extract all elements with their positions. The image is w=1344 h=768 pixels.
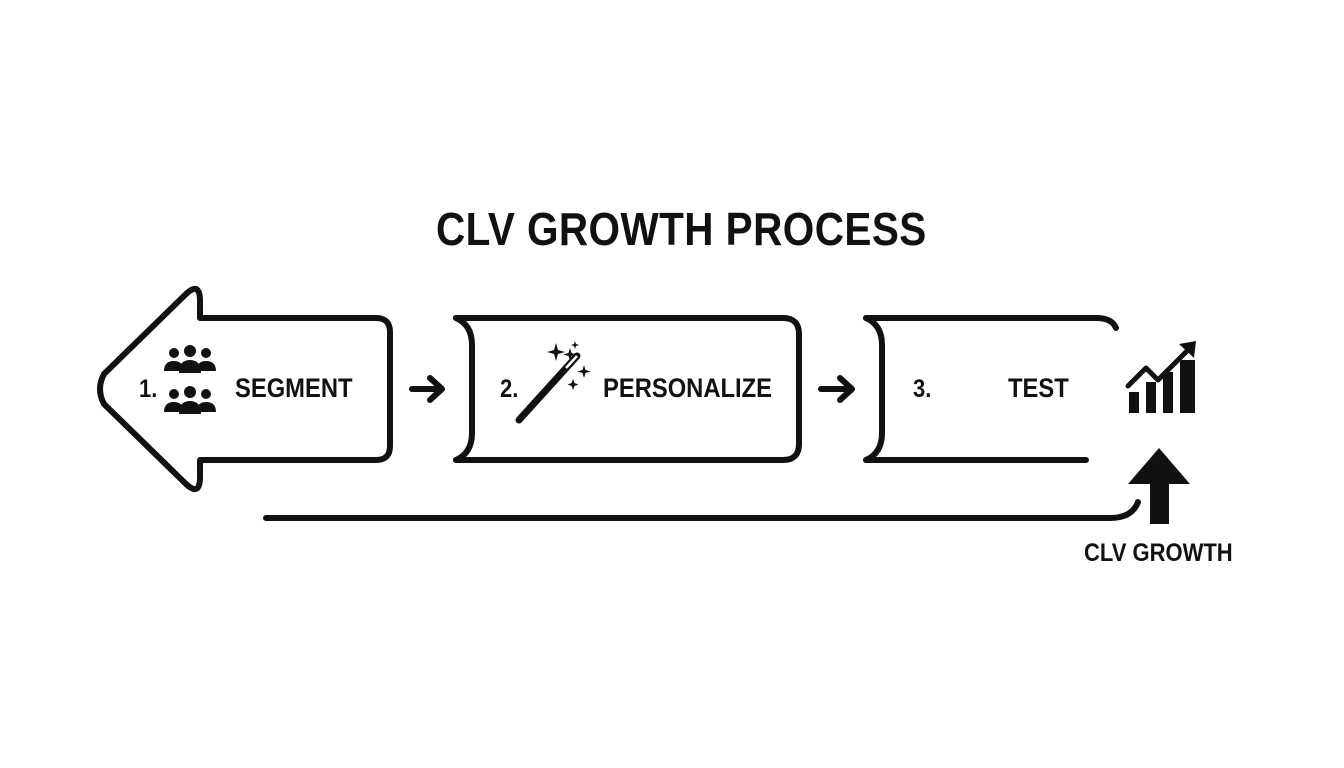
segment-arrow-box [97, 285, 393, 493]
connector-arrow-1 [409, 375, 445, 403]
step-1-number: 1. [139, 375, 158, 403]
clv-growth-label: CLV GROWTH [1084, 539, 1233, 567]
bar-chart-trend-icon [1125, 341, 1196, 413]
connector-arrow-2 [818, 375, 855, 403]
magic-wand-icon [515, 341, 591, 424]
step-3-label: TEST [1008, 373, 1069, 403]
step-1-label: SEGMENT [235, 373, 353, 403]
people-group-icon [164, 345, 216, 414]
step-2-label: PERSONALIZE [603, 373, 772, 403]
step-2-number: 2. [500, 375, 519, 403]
feedback-line [263, 499, 1141, 521]
personalize-box [453, 315, 802, 463]
step-3-number: 3. [913, 375, 932, 403]
growth-up-arrow [1128, 448, 1190, 524]
diagram-title: CLV GROWTH PROCESS [436, 203, 927, 255]
test-box [863, 315, 1119, 463]
